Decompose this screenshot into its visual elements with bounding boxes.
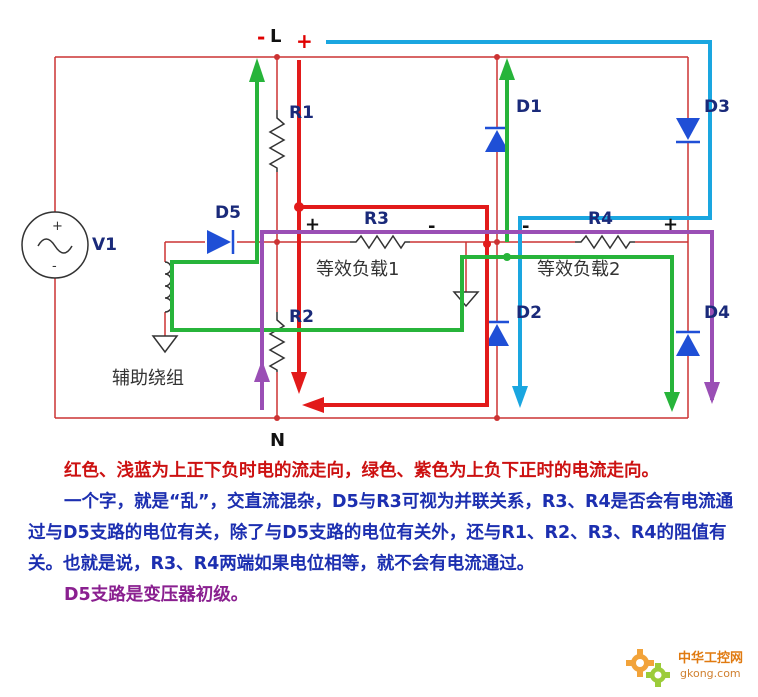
r1-label: R1: [289, 103, 314, 123]
light-blue-current-path: [326, 40, 712, 408]
note-paragraph-2: 一个字，就是“乱”，交直流混杂，D5与R3可视为并联关系，R3、R4是否会有电流…: [28, 492, 734, 574]
r4-resistor: [575, 234, 635, 250]
red-current-path: [291, 60, 491, 413]
r3-minus-sign: -: [428, 216, 435, 237]
r3-plus-sign: +: [305, 214, 320, 235]
r2-label: R2: [289, 307, 314, 327]
watermark-logo: 中华工控网 gkong.com: [624, 643, 754, 693]
svg-text:-: -: [52, 259, 57, 274]
v1-label: V1: [92, 235, 117, 255]
d4-diode: [676, 330, 700, 356]
ground-symbol-load: [452, 291, 480, 308]
junction-dots: [274, 54, 500, 421]
r3-label: R3: [364, 209, 389, 229]
r4-label: R4: [588, 209, 613, 229]
green-current-path: [170, 58, 680, 412]
load2-label: 等效负载2: [537, 259, 620, 280]
schematic-wires: [54, 56, 689, 419]
terminal-n-label: N: [270, 430, 285, 450]
plus-sign-top: +: [296, 29, 313, 53]
d5-diode: [207, 230, 235, 254]
gear-icon: [626, 649, 670, 687]
d3-label: D3: [704, 97, 730, 117]
r3-resistor: [350, 234, 410, 250]
svg-text:+: +: [52, 219, 63, 234]
d5-label: D5: [215, 203, 241, 223]
aux-winding-label: 辅助绕组: [112, 368, 184, 389]
r4-plus-sign: +: [663, 214, 678, 235]
watermark-url: gkong.com: [680, 667, 741, 680]
note-paragraph-1: 红色、浅蓝为上正下负时电的流走向，绿色、紫色为上负下正时的电流走向。: [64, 461, 659, 481]
d3-diode: [676, 118, 700, 144]
d2-label: D2: [516, 303, 542, 323]
watermark-site-name: 中华工控网: [678, 651, 744, 666]
purple-current-path: [254, 230, 720, 410]
note-paragraph-3: D5支路是变压器初级。: [64, 585, 249, 605]
circuit-diagram: + -: [21, 25, 730, 450]
v1-source: + -: [21, 211, 89, 279]
r2-resistor: [268, 312, 286, 372]
d1-label: D1: [516, 97, 542, 117]
r4-minus-sign: -: [522, 216, 529, 237]
d4-label: D4: [704, 303, 730, 323]
minus-sign-top: -: [257, 25, 265, 49]
load1-label: 等效负载1: [316, 259, 399, 280]
terminal-l-label: L: [270, 26, 281, 47]
r1-resistor: [268, 110, 286, 172]
explanation-notes: 红色、浅蓝为上正下负时电的流走向，绿色、紫色为上负下正时的电流走向。 一个字，就…: [28, 456, 744, 611]
ground-symbol-aux: [151, 335, 179, 354]
